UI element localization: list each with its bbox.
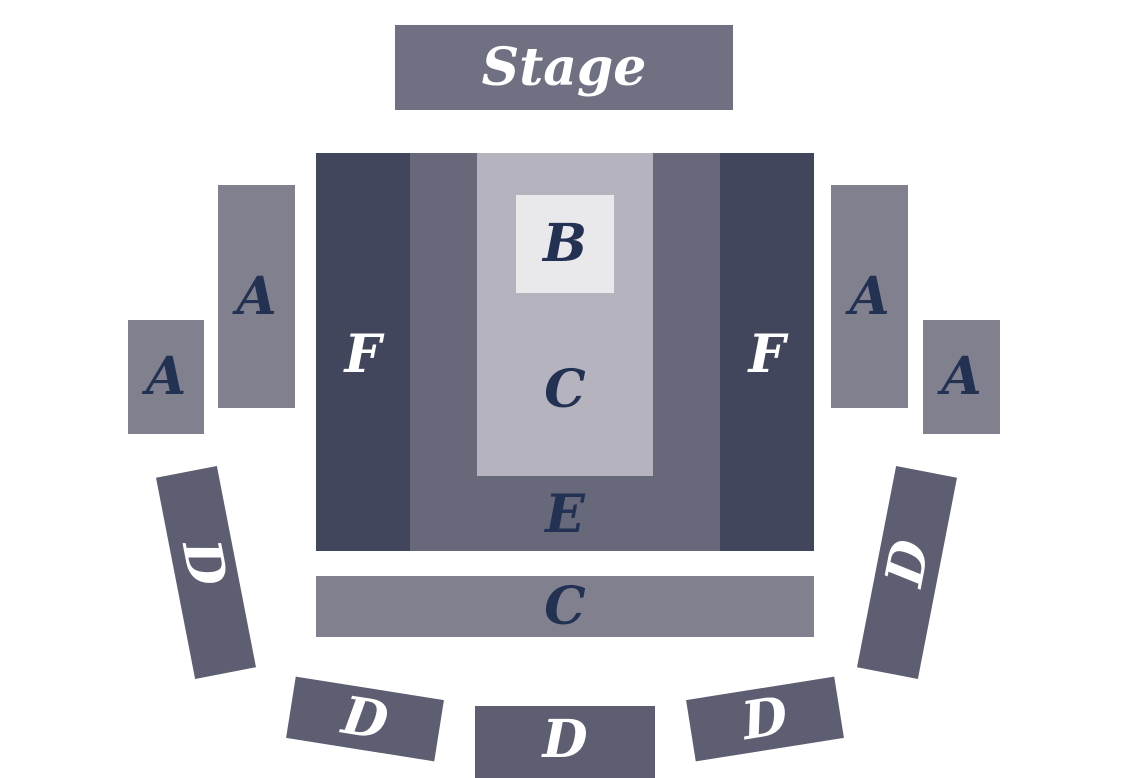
- section-f-left[interactable]: F: [316, 153, 410, 551]
- section-a-right-outer-label: A: [941, 346, 982, 407]
- section-c-center-label: C: [544, 359, 586, 420]
- section-f-right-label: F: [748, 324, 786, 385]
- section-b-label: B: [543, 213, 587, 274]
- section-d-bottom-left[interactable]: D: [286, 676, 444, 762]
- section-a-right-inner[interactable]: A: [831, 185, 908, 408]
- section-a-left-inner-label: A: [236, 265, 277, 327]
- section-d-right-side-label: D: [874, 534, 943, 591]
- section-f-right[interactable]: F: [720, 153, 814, 551]
- section-d-bottom-right-label: D: [737, 684, 792, 753]
- stage-label: Stage: [481, 36, 647, 98]
- section-c-front[interactable]: C: [316, 576, 814, 637]
- section-b[interactable]: B: [516, 195, 614, 293]
- section-d-left-side-label: D: [170, 534, 239, 591]
- section-d-bottom-left-label: D: [338, 684, 393, 753]
- section-c-front-label: C: [544, 575, 586, 637]
- section-a-left-outer[interactable]: A: [128, 320, 204, 434]
- section-a-left-inner[interactable]: A: [218, 185, 295, 408]
- section-a-right-inner-label: A: [849, 265, 890, 327]
- section-e-label: E: [545, 484, 585, 545]
- section-d-left-side[interactable]: D: [156, 465, 256, 680]
- section-a-right-outer[interactable]: A: [923, 320, 1000, 434]
- section-d-bottom-mid-label: D: [542, 709, 588, 770]
- section-f-left-label: F: [344, 324, 382, 385]
- section-c-center[interactable]: C: [477, 153, 653, 476]
- stage: Stage: [395, 25, 733, 110]
- section-d-bottom-mid[interactable]: D: [475, 706, 655, 778]
- section-d-bottom-right[interactable]: D: [686, 676, 844, 762]
- section-a-left-outer-label: A: [145, 346, 187, 407]
- section-d-right-side[interactable]: D: [857, 465, 957, 680]
